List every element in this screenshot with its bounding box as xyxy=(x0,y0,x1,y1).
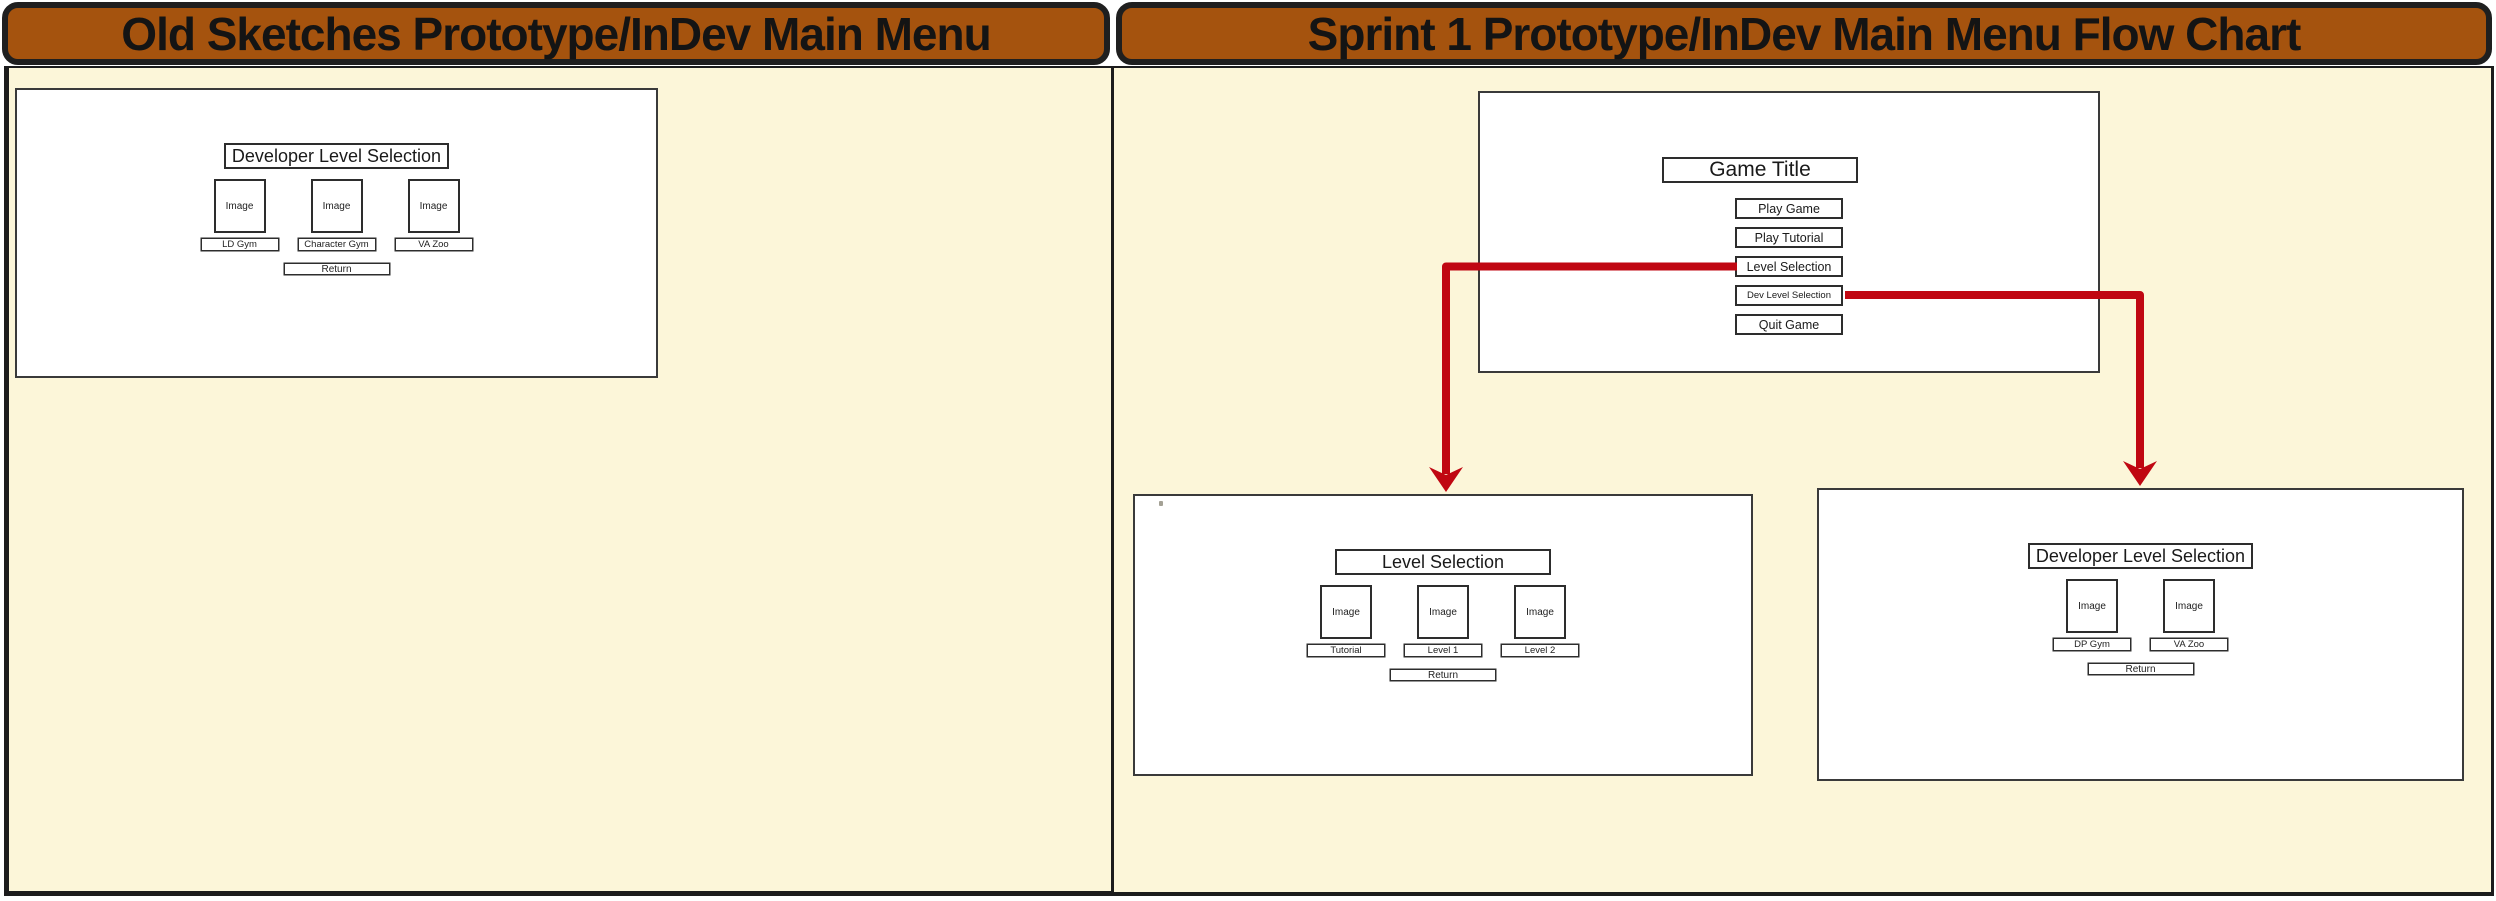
level-2-button[interactable]: Level 2 xyxy=(1501,644,1579,657)
return-button[interactable]: Return xyxy=(1390,669,1496,681)
dp-gym-button[interactable]: DP Gym xyxy=(2053,638,2131,651)
image-placeholder[interactable]: Image xyxy=(2066,579,2118,633)
level-tile-row: Image DP Gym Image VA Zoo xyxy=(2044,579,2238,651)
character-gym-button[interactable]: Character Gym xyxy=(297,238,376,251)
screen-title: Level Selection xyxy=(1335,549,1551,575)
level-selection-button[interactable]: Level Selection xyxy=(1735,256,1843,277)
level-tile: Image Level 1 xyxy=(1395,585,1492,657)
image-placeholder[interactable]: Image xyxy=(407,179,460,233)
main-menu-screen: Game Title Play Game Play Tutorial Level… xyxy=(1478,91,2100,373)
right-panel-title-banner: Sprint 1 Prototype/InDev Main Menu Flow … xyxy=(1116,2,2492,65)
left-panel-title-banner: Old Sketches Prototype/InDev Main Menu xyxy=(2,2,1110,65)
level-tile-row: Image Tutorial Image Level 1 Image Level… xyxy=(1298,585,1589,657)
dev-level-selection-button[interactable]: Dev Level Selection xyxy=(1735,285,1843,306)
level-tile: Image Level 2 xyxy=(1492,585,1589,657)
image-placeholder[interactable]: Image xyxy=(310,179,363,233)
return-button[interactable]: Return xyxy=(283,263,390,275)
game-title-box: Game Title xyxy=(1662,157,1858,183)
level-tile: Image LD Gym xyxy=(191,179,288,251)
image-placeholder[interactable]: Image xyxy=(1320,585,1372,639)
dev-level-selection-sketch: Developer Level Selection Image LD Gym I… xyxy=(15,88,658,378)
quit-game-button[interactable]: Quit Game xyxy=(1735,314,1843,335)
image-placeholder[interactable]: Image xyxy=(2163,579,2215,633)
level-tile: Image VA Zoo xyxy=(385,179,482,251)
va-zoo-button[interactable]: VA Zoo xyxy=(394,238,473,251)
level-tile: Image Tutorial xyxy=(1298,585,1395,657)
va-zoo-button[interactable]: VA Zoo xyxy=(2150,638,2228,651)
image-placeholder[interactable]: Image xyxy=(213,179,266,233)
level-tile: Image Character Gym xyxy=(288,179,385,251)
level-tile-row: Image LD Gym Image Character Gym Image V… xyxy=(191,179,482,251)
image-placeholder[interactable]: Image xyxy=(1417,585,1469,639)
tutorial-button[interactable]: Tutorial xyxy=(1307,644,1385,657)
level-tile: Image VA Zoo xyxy=(2141,579,2238,651)
level-tile: Image DP Gym xyxy=(2044,579,2141,651)
level-1-button[interactable]: Level 1 xyxy=(1404,644,1482,657)
dev-level-selection-screen: Developer Level Selection Image DP Gym I… xyxy=(1817,488,2464,781)
screen-title: Developer Level Selection xyxy=(223,143,450,169)
level-selection-screen: Level Selection Image Tutorial Image Lev… xyxy=(1133,494,1753,776)
screen-title: Developer Level Selection xyxy=(2027,543,2254,569)
ld-gym-button[interactable]: LD Gym xyxy=(200,238,279,251)
play-game-button[interactable]: Play Game xyxy=(1735,198,1843,219)
return-button[interactable]: Return xyxy=(2087,663,2194,675)
image-placeholder[interactable]: Image xyxy=(1514,585,1566,639)
stray-mark xyxy=(1159,501,1163,506)
play-tutorial-button[interactable]: Play Tutorial xyxy=(1735,227,1843,248)
